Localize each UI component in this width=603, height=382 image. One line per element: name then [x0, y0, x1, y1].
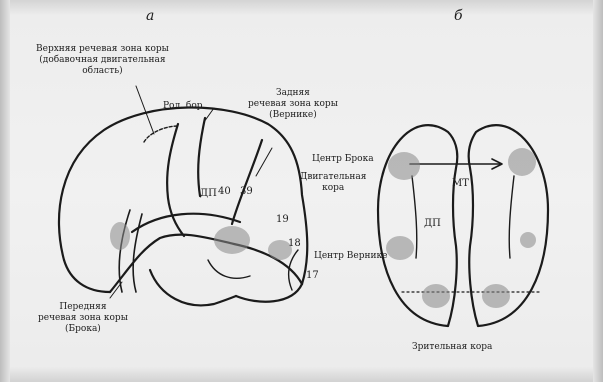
- panel-b-letter: б: [454, 8, 463, 24]
- inner-fold: [208, 260, 250, 278]
- hemisphere-outline: [59, 107, 307, 301]
- central-sulcus: [167, 124, 184, 236]
- panel-b-dp-label: ДП: [424, 218, 441, 229]
- area-18-label: 18: [288, 238, 301, 249]
- anterior-speech-zone-label: Передняя речевая зона коры (Брока): [38, 302, 128, 335]
- motor-cortex-label: Двигательная кора: [300, 172, 366, 194]
- posterior-speech-zone-label: Задняя речевая зона коры (Вернике): [248, 88, 338, 121]
- area-40-label: 40: [218, 186, 231, 197]
- area-39-label: 39: [240, 186, 253, 197]
- frontal-lower-outline: [64, 260, 110, 292]
- area-dp-label: ДП: [200, 188, 217, 199]
- posterior-curve: [232, 140, 262, 224]
- visual-cortex-label: Зрительная кора: [412, 342, 492, 353]
- panel-b-mt-label: МТ: [452, 178, 469, 189]
- right-inner-line: [509, 176, 514, 258]
- central-sulcus-2: [198, 118, 205, 196]
- rolandic-sulcus-label: Рол. бор: [163, 101, 203, 112]
- panel-a-letter: а: [146, 8, 154, 24]
- wernicke-center-label: Центр Вернике: [314, 251, 387, 262]
- area-19-label: 19: [276, 214, 289, 225]
- area-17-label: 17: [306, 270, 319, 281]
- broca-center-label: Центр Брока: [312, 154, 374, 165]
- upper-speech-zone-label: Верхняя речевая зона коры (добавочная дв…: [36, 44, 169, 77]
